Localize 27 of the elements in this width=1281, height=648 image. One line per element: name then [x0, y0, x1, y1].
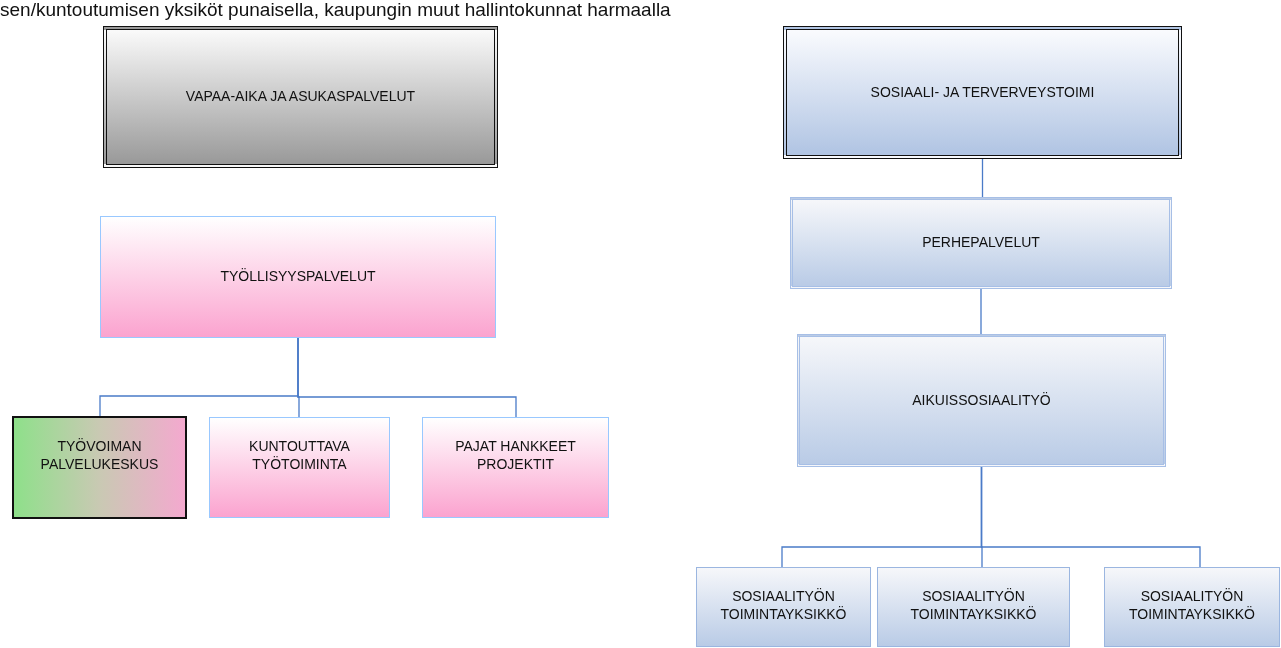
- unit-box: [696, 567, 871, 647]
- unit-box: [100, 216, 496, 338]
- connector-line: [297, 337, 517, 418]
- box-label: VAPAA-AIKA JA ASUKASPALVELUT: [185, 88, 416, 106]
- box-label: SOSIAALI- JA TERVERVEYSTOIMI: [870, 83, 1095, 102]
- connector-line: [980, 288, 982, 335]
- box-label: PERHEPALVELUT: [922, 234, 1040, 252]
- unit-box: [103, 26, 498, 168]
- unit-box: [209, 417, 390, 518]
- department-box: [783, 26, 1182, 159]
- unit-box: [422, 417, 609, 518]
- unit-box: [1104, 567, 1280, 647]
- box-label: TYÖLLISYYSPALVELUT: [220, 268, 376, 286]
- box-label: PAJAT HANKKEET PROJEKTIT: [454, 438, 577, 473]
- connector-line: [981, 158, 984, 198]
- box-label: SOSIAALITYÖN TOIMINTAYKSIKKÖ: [1128, 588, 1256, 623]
- unit-box: [790, 197, 1172, 289]
- box-label: AIKUISSOSIAALITYÖ: [912, 391, 1051, 410]
- box-label: TYÖVOIMAN PALVELUKESKUS: [39, 438, 160, 473]
- connector-line: [980, 466, 1201, 568]
- unit-box: [797, 334, 1166, 467]
- box-label: KUNTOUTTAVA TYÖTOIMINTA: [248, 438, 351, 473]
- box-label: SOSIAALITYÖN TOIMINTAYKSIKKÖ: [909, 588, 1038, 623]
- box-label: SOSIAALITYÖN TOIMINTAYKSIKKÖ: [719, 588, 848, 623]
- note-text: sen/kuntoutumisen yksiköt punaisella, kaupungin muut hallintokunnat harmaalla: [0, 0, 671, 20]
- unit-box: [877, 567, 1070, 647]
- unit-box: [12, 416, 187, 519]
